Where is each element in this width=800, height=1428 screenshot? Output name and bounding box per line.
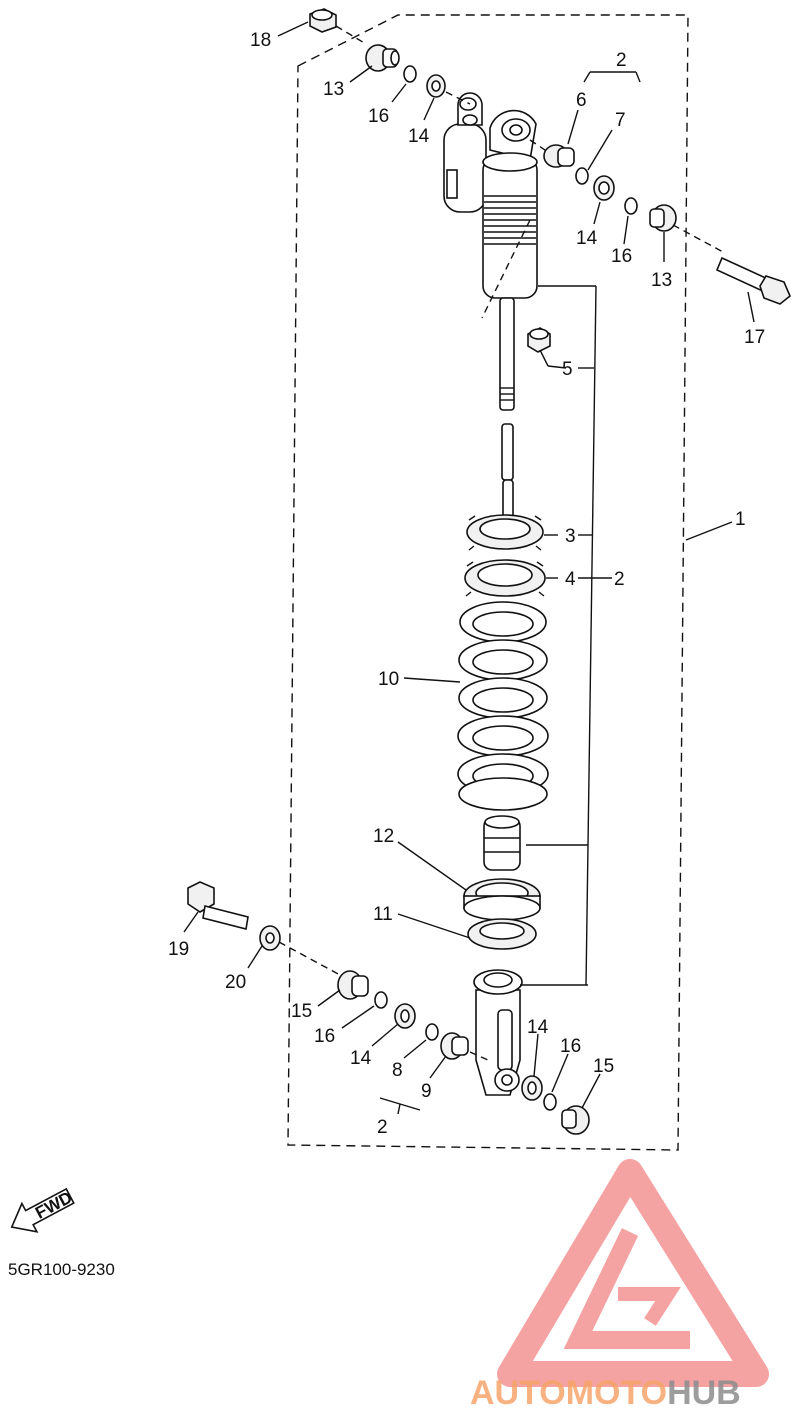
callout-2: 2 bbox=[616, 50, 627, 71]
callout-18: 18 bbox=[250, 30, 271, 51]
callout-1: 1 bbox=[735, 509, 746, 530]
callouts: 18 13 16 14 2 6 7 14 16 13 17 5 1 3 4 2 … bbox=[168, 30, 765, 1138]
spring-10 bbox=[457, 601, 549, 811]
shock-body bbox=[482, 152, 538, 299]
bolt-19 bbox=[187, 881, 249, 930]
callout-5: 5 bbox=[562, 359, 573, 380]
leader-lines bbox=[183, 21, 755, 1115]
callout-16: 16 bbox=[368, 106, 389, 127]
bump-rubber bbox=[483, 815, 521, 871]
callout-3: 3 bbox=[565, 526, 576, 547]
fwd-label: FWD bbox=[32, 1188, 75, 1223]
collar-9 bbox=[440, 1032, 469, 1060]
diagram-code: 5GR100-9230 bbox=[8, 1260, 115, 1279]
ring-nut-3 bbox=[466, 514, 544, 551]
shock-upper-eye bbox=[489, 109, 537, 161]
callout-11: 11 bbox=[373, 904, 393, 925]
callout-19: 19 bbox=[168, 939, 189, 960]
spring-seat-11 bbox=[467, 918, 537, 950]
callout-8: 8 bbox=[392, 1060, 403, 1081]
bushing-14-lower-left bbox=[394, 1003, 416, 1029]
callout-6: 6 bbox=[576, 90, 587, 111]
assembly-boundary bbox=[287, 14, 689, 1151]
oring-16-top bbox=[403, 65, 417, 83]
callout-10: 10 bbox=[378, 669, 399, 690]
piston-rod bbox=[499, 297, 515, 523]
collar-15-left bbox=[337, 970, 369, 1000]
spring-guide-12 bbox=[463, 878, 541, 921]
collar-13-top bbox=[365, 44, 400, 72]
callout-13: 13 bbox=[323, 79, 344, 100]
bushing-14-top bbox=[426, 74, 446, 98]
callout-9: 9 bbox=[421, 1081, 432, 1102]
watermark-text: AUTOMOTOHUB bbox=[470, 1374, 741, 1412]
callout-2: 2 bbox=[377, 1117, 388, 1138]
callout-16: 16 bbox=[560, 1036, 581, 1057]
watermark-part2: HUB bbox=[667, 1374, 741, 1412]
clip-8 bbox=[425, 1023, 439, 1041]
callout-16: 16 bbox=[611, 246, 632, 267]
nut-18 bbox=[309, 8, 337, 33]
callout-2: 2 bbox=[614, 569, 625, 590]
fwd-arrow-icon: FWD bbox=[10, 1188, 75, 1233]
callout-15: 15 bbox=[291, 1001, 312, 1022]
callout-14: 14 bbox=[576, 228, 598, 249]
callout-12: 12 bbox=[373, 826, 394, 847]
ring-nut-4 bbox=[464, 559, 546, 597]
callout-15: 15 bbox=[593, 1056, 614, 1077]
callout-13: 13 bbox=[651, 270, 672, 291]
collar-13-right bbox=[649, 204, 677, 232]
callout-7: 7 bbox=[615, 110, 626, 131]
reservoir bbox=[443, 92, 487, 213]
washer-20 bbox=[259, 925, 281, 951]
oring-16-lower-left bbox=[374, 991, 388, 1009]
valve-5 bbox=[527, 327, 551, 353]
bushing-14-lower-right bbox=[521, 1075, 543, 1101]
oring-16-right bbox=[624, 197, 638, 215]
watermark-part1: AUTOMOTO bbox=[470, 1374, 667, 1412]
bushing-14-right bbox=[593, 175, 615, 201]
callout-17: 17 bbox=[744, 327, 765, 348]
callout-14: 14 bbox=[527, 1017, 549, 1038]
watermark-logo-icon bbox=[497, 1159, 769, 1387]
callout-16: 16 bbox=[314, 1026, 335, 1047]
bolt-17 bbox=[715, 256, 791, 305]
collar-15-right bbox=[561, 1105, 590, 1135]
collar-6 bbox=[543, 144, 575, 168]
clip-7 bbox=[575, 167, 589, 185]
callout-4: 4 bbox=[565, 569, 576, 590]
callout-14: 14 bbox=[408, 126, 430, 147]
oring-16-lower-right bbox=[543, 1093, 557, 1111]
callout-14: 14 bbox=[350, 1048, 372, 1069]
lower-clevis bbox=[473, 969, 523, 1096]
callout-20: 20 bbox=[225, 972, 246, 993]
